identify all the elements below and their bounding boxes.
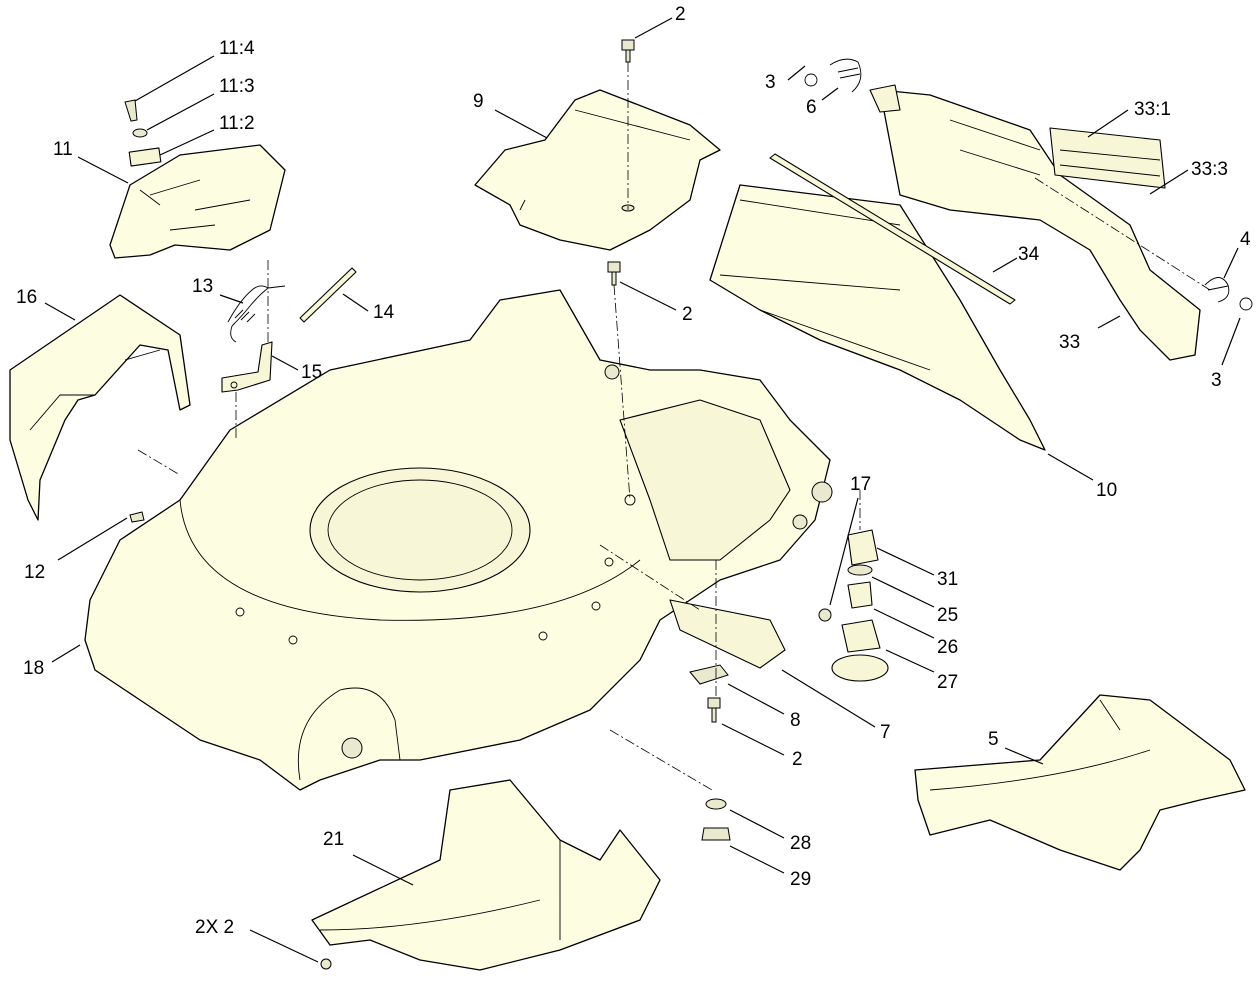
callout-10: 10 — [1096, 480, 1117, 501]
callout-4: 4 — [1240, 229, 1251, 250]
callout-2-bot: 2 — [792, 749, 803, 770]
callout-28: 28 — [790, 833, 811, 854]
part-33-side-cover — [804, 58, 1253, 361]
part-5-mulch-plug — [914, 694, 1246, 871]
callout-11: 11 — [53, 139, 73, 160]
leader-lines — [44, 17, 1241, 963]
callout-33-1: 33:1 — [1134, 99, 1171, 120]
callout-27: 27 — [937, 672, 958, 693]
callout-29: 29 — [790, 869, 811, 890]
callout-11-3: 11:3 — [219, 76, 255, 97]
callout-5: 5 — [988, 729, 999, 750]
callout-3-top: 3 — [765, 72, 776, 93]
callout-18: 18 — [23, 658, 44, 679]
part-31-27-adjuster-stack — [831, 529, 889, 682]
callout-25: 25 — [937, 605, 958, 626]
callout-14: 14 — [373, 302, 395, 323]
part-16-rear-shield — [9, 294, 191, 521]
part-11-rear-door — [109, 99, 286, 259]
callout-16: 16 — [16, 287, 37, 308]
callout-7: 7 — [880, 722, 891, 743]
part-21-front-skirt — [311, 779, 661, 971]
callout-2x2: 2X 2 — [195, 917, 234, 938]
callout-6: 6 — [806, 97, 817, 118]
callout-8: 8 — [790, 710, 801, 731]
hardware-fasteners — [129, 39, 832, 841]
callout-9: 9 — [473, 91, 484, 112]
part-15-bracket — [221, 341, 273, 393]
alignment-lines — [137, 62, 1211, 791]
callout-33: 33 — [1059, 332, 1080, 353]
callout-labels: 11:4 11:3 11:2 11 16 13 14 15 12 18 21 2… — [16, 4, 1251, 938]
callout-3-bot: 3 — [1211, 370, 1222, 391]
callout-13: 13 — [192, 276, 213, 297]
callout-33-3: 33:3 — [1191, 159, 1228, 180]
callout-34: 34 — [1018, 244, 1040, 265]
part-14-rod — [299, 267, 357, 323]
callout-11-2: 11:2 — [219, 113, 255, 134]
callout-12: 12 — [24, 562, 45, 583]
callout-26: 26 — [937, 637, 958, 658]
callout-2-mid: 2 — [682, 304, 693, 325]
part-18-deck-housing — [84, 289, 833, 791]
part-9-top-baffle — [474, 89, 721, 251]
callout-2-top: 2 — [675, 4, 686, 25]
callout-15: 15 — [301, 362, 322, 383]
callout-31: 31 — [937, 569, 958, 590]
part-13-spring — [227, 285, 286, 343]
callout-21: 21 — [323, 829, 344, 850]
part-10-discharge-chute — [709, 153, 1046, 451]
callout-11-4: 11:4 — [219, 38, 255, 59]
callout-17: 17 — [850, 474, 871, 495]
